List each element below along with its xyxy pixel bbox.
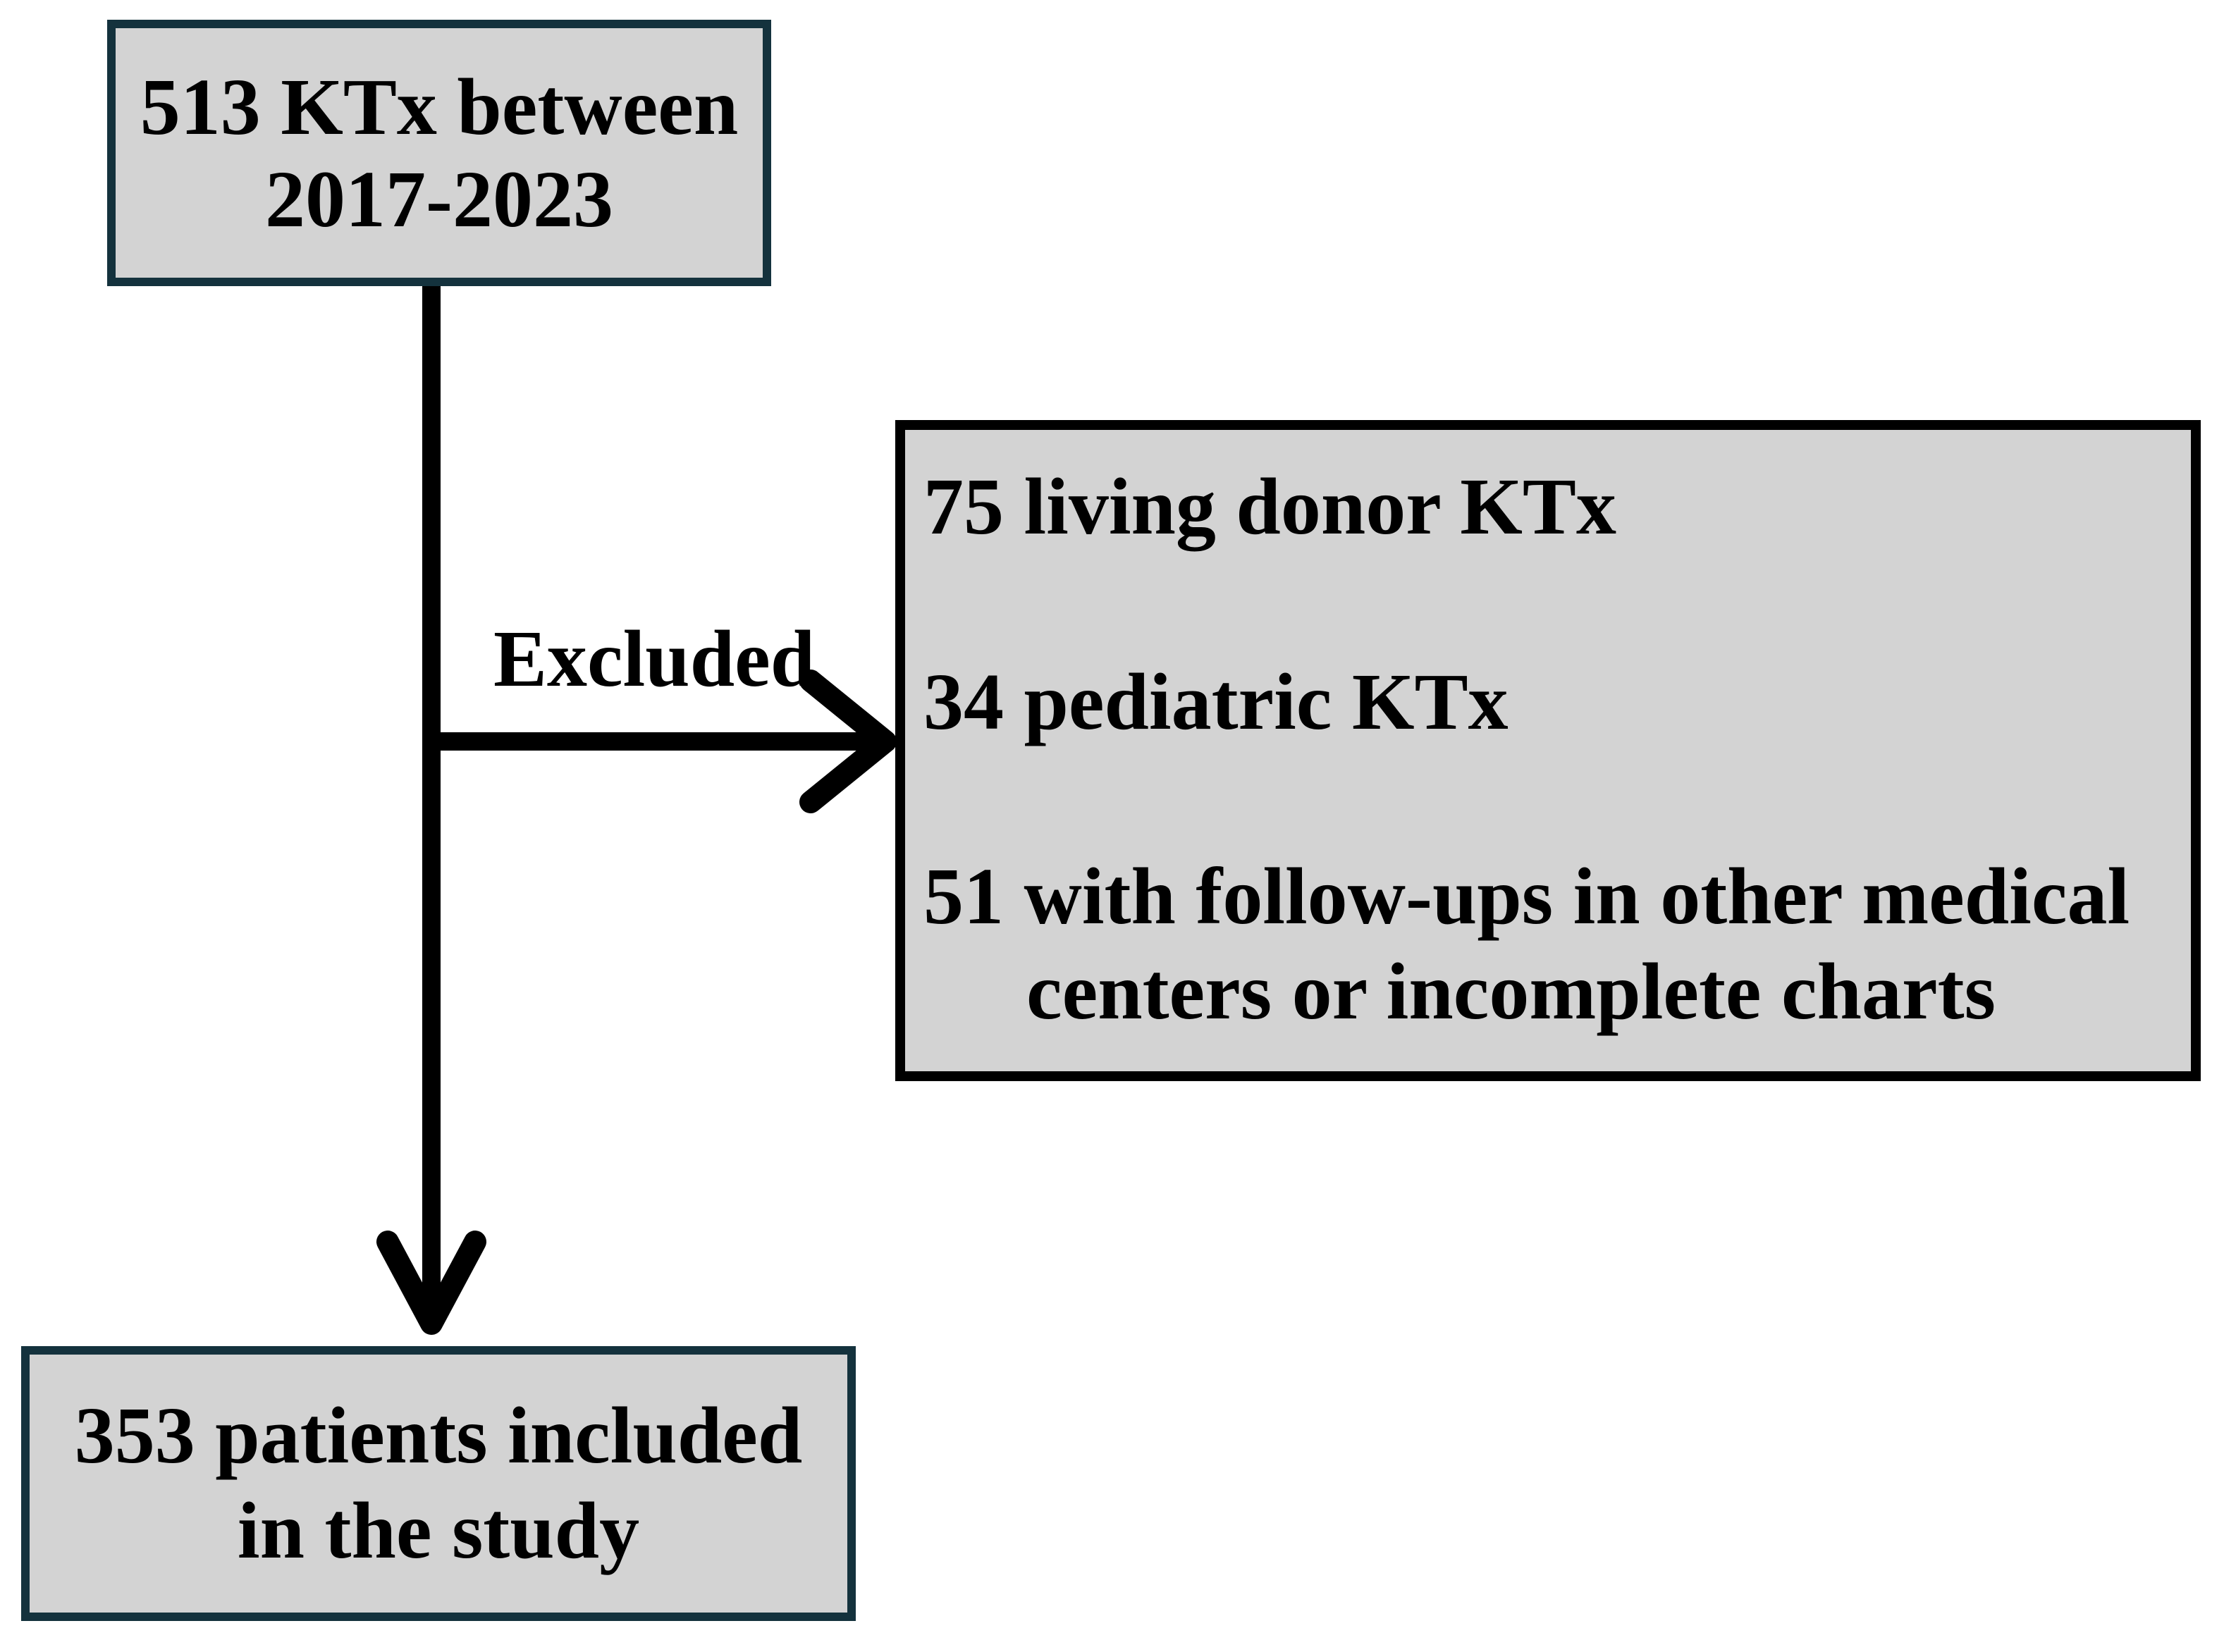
exclusion-item-line: 34 pediatric KTx: [923, 656, 1509, 746]
node-included-line-2: in the study: [237, 1486, 640, 1575]
exclusion-item-line: 75 living donor KTx: [923, 462, 1616, 551]
node-total-line-2: 2017-2023: [265, 154, 613, 244]
node-included-line-1: 353 patients included: [74, 1391, 803, 1481]
exclusion-item-pediatric: 34 pediatric KTx: [923, 655, 2170, 750]
right-arrowhead-icon: [799, 670, 897, 813]
exclusion-item-living-donor: 75 living donor KTx: [923, 460, 2170, 555]
down-arrowhead-icon: [376, 1231, 486, 1335]
node-exclusions: 75 living donor KTx 34 pediatric KTx 51 …: [895, 420, 2201, 1081]
excluded-arrow-label: Excluded: [493, 614, 816, 703]
exclusion-item-followup: 51 with follow-ups in other medical cent…: [923, 849, 2170, 1039]
node-total-line-1: 513 KTx between: [140, 61, 739, 152]
exclusion-item-line: centers or incomplete charts: [1026, 946, 1996, 1036]
node-included-patients: 353 patients included in the study: [21, 1346, 856, 1621]
exclusion-item-line: 51 with follow-ups in other medical: [923, 851, 2130, 942]
node-total-ktx: 513 KTx between 2017-2023: [107, 20, 771, 286]
